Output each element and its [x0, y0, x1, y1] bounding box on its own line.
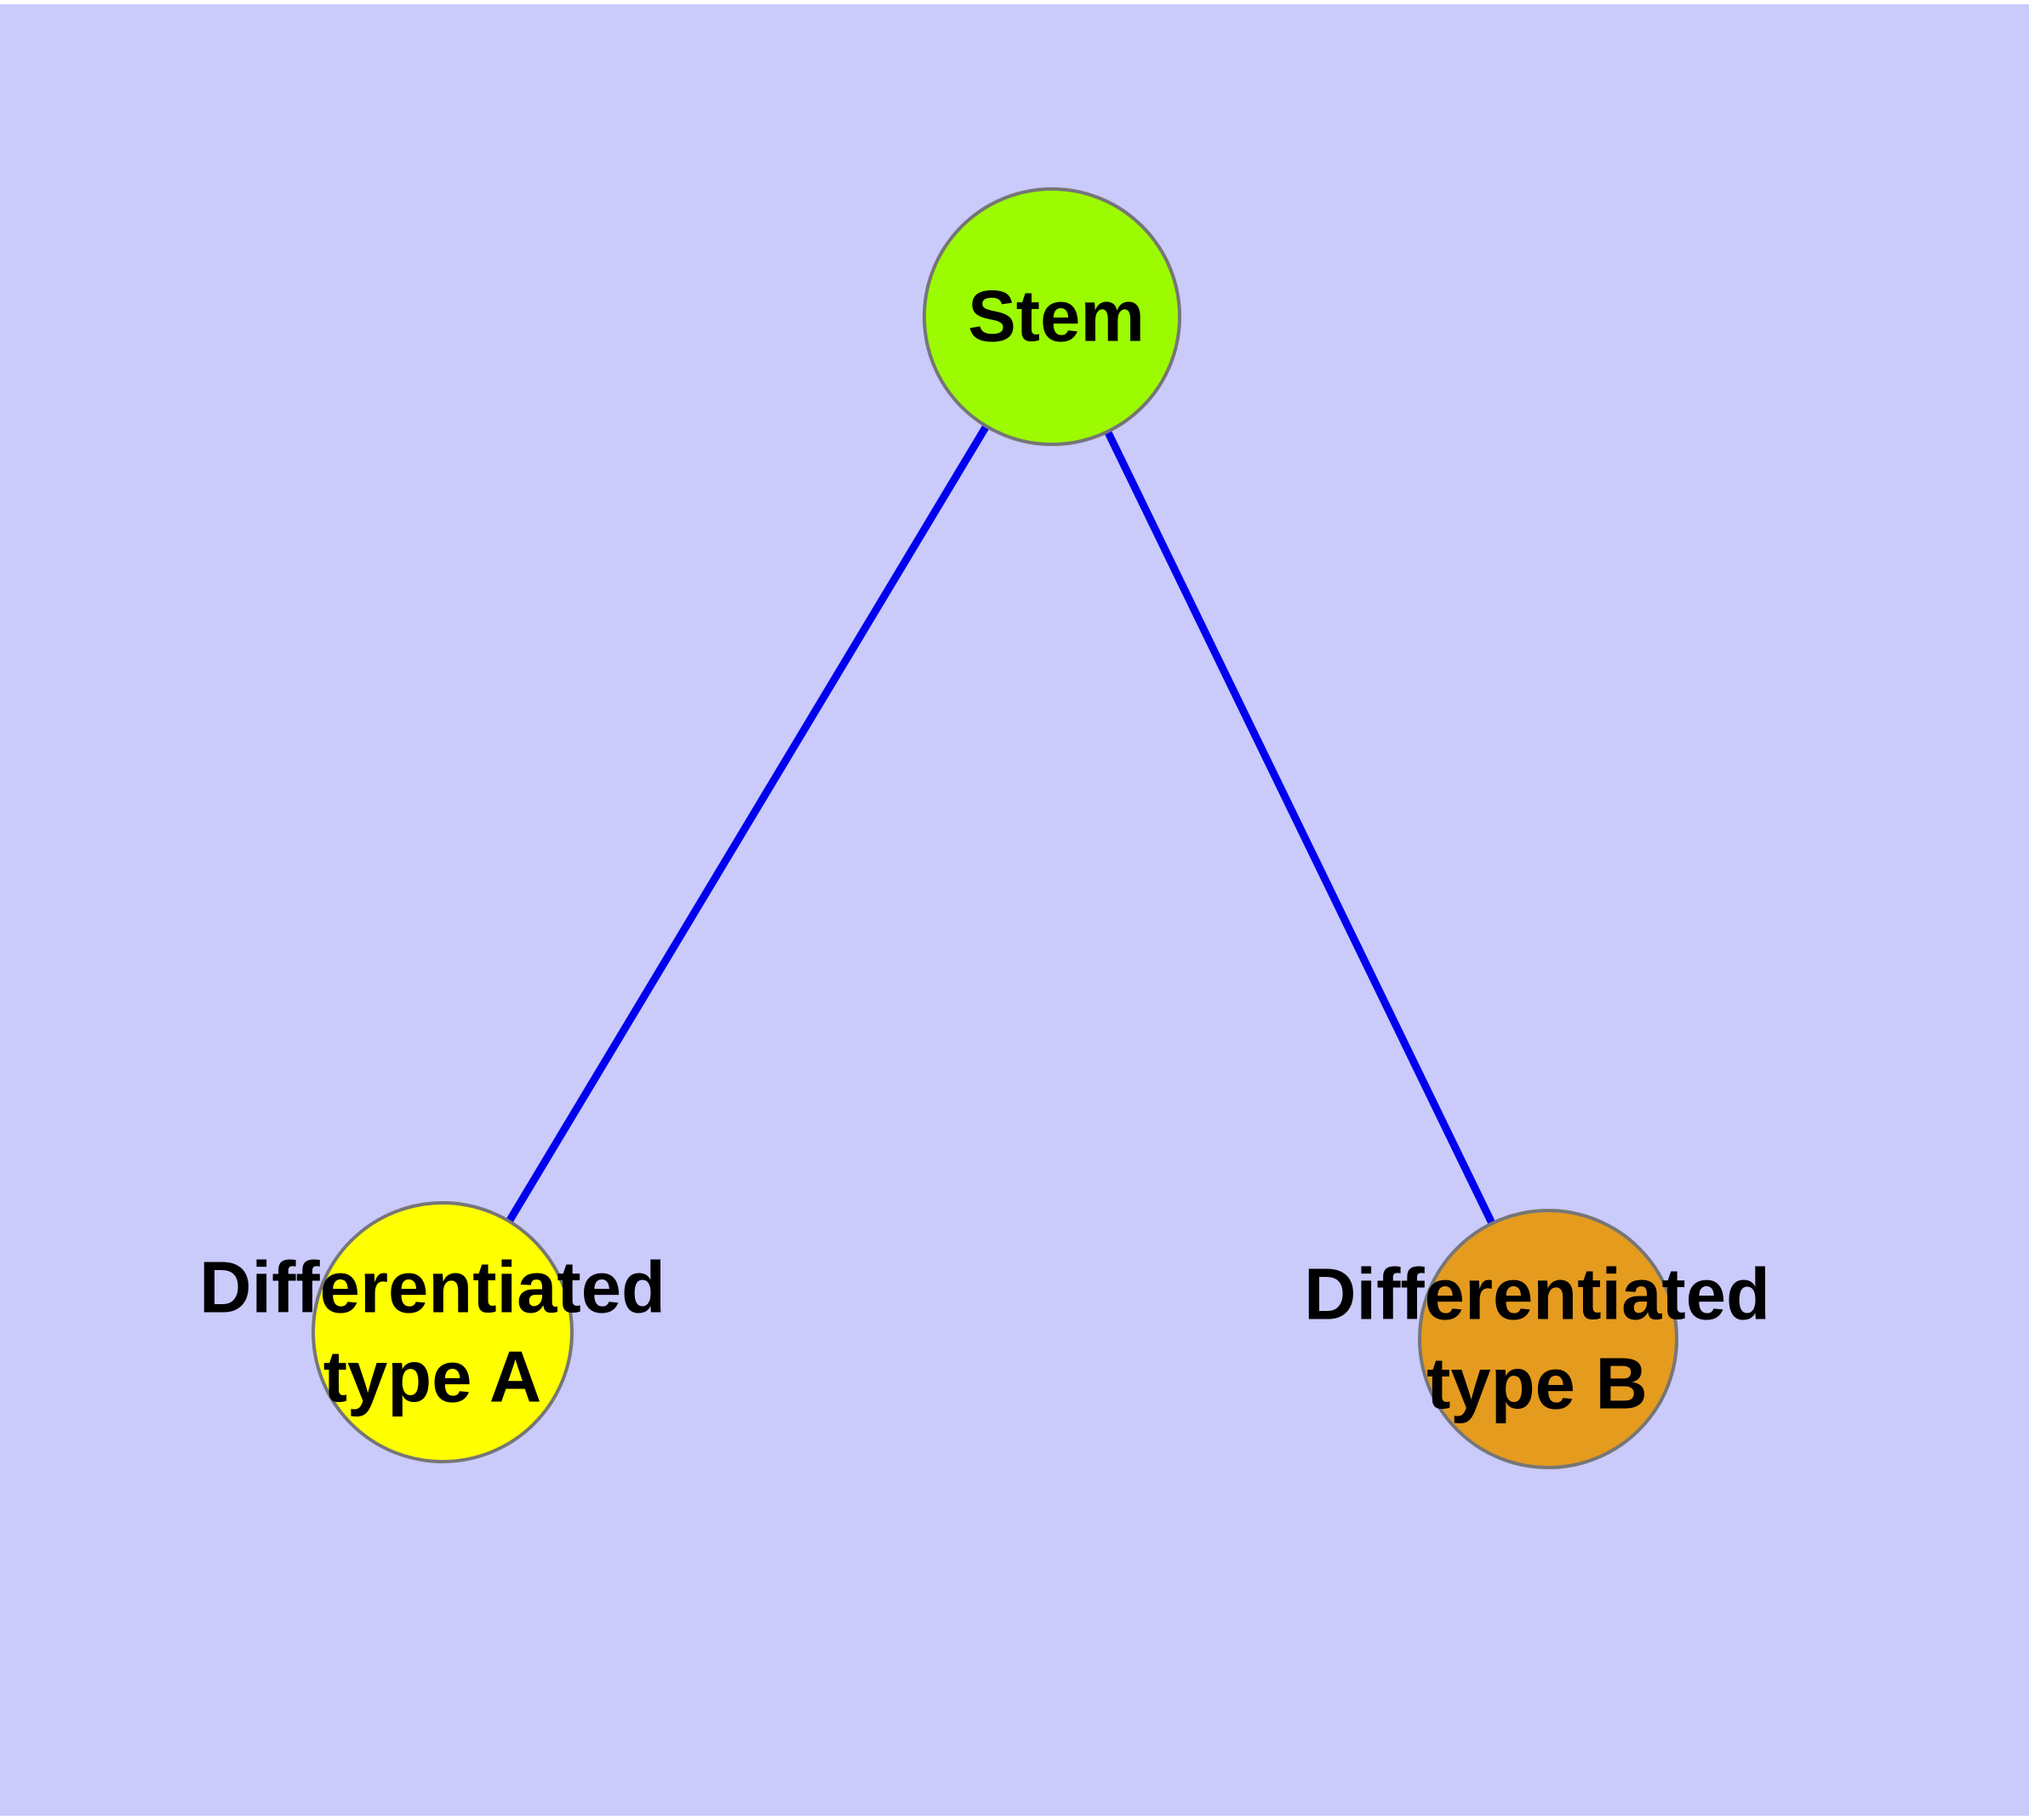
edge-stem-to-type-b [1048, 315, 1552, 1341]
node-type-b [1418, 1209, 1678, 1469]
node-stem [923, 187, 1181, 446]
node-type-a-label-line1: Differentiated [199, 1248, 666, 1329]
node-type-b-label-line1: Differentiated [1304, 1255, 1770, 1336]
node-stem-label: Stem [968, 277, 1145, 358]
node-type-a-label-line2: type A [323, 1337, 542, 1418]
edge-stem-to-type-a [439, 314, 1055, 1335]
node-type-b-label-line2: type B [1426, 1344, 1648, 1425]
node-type-a [311, 1201, 574, 1463]
